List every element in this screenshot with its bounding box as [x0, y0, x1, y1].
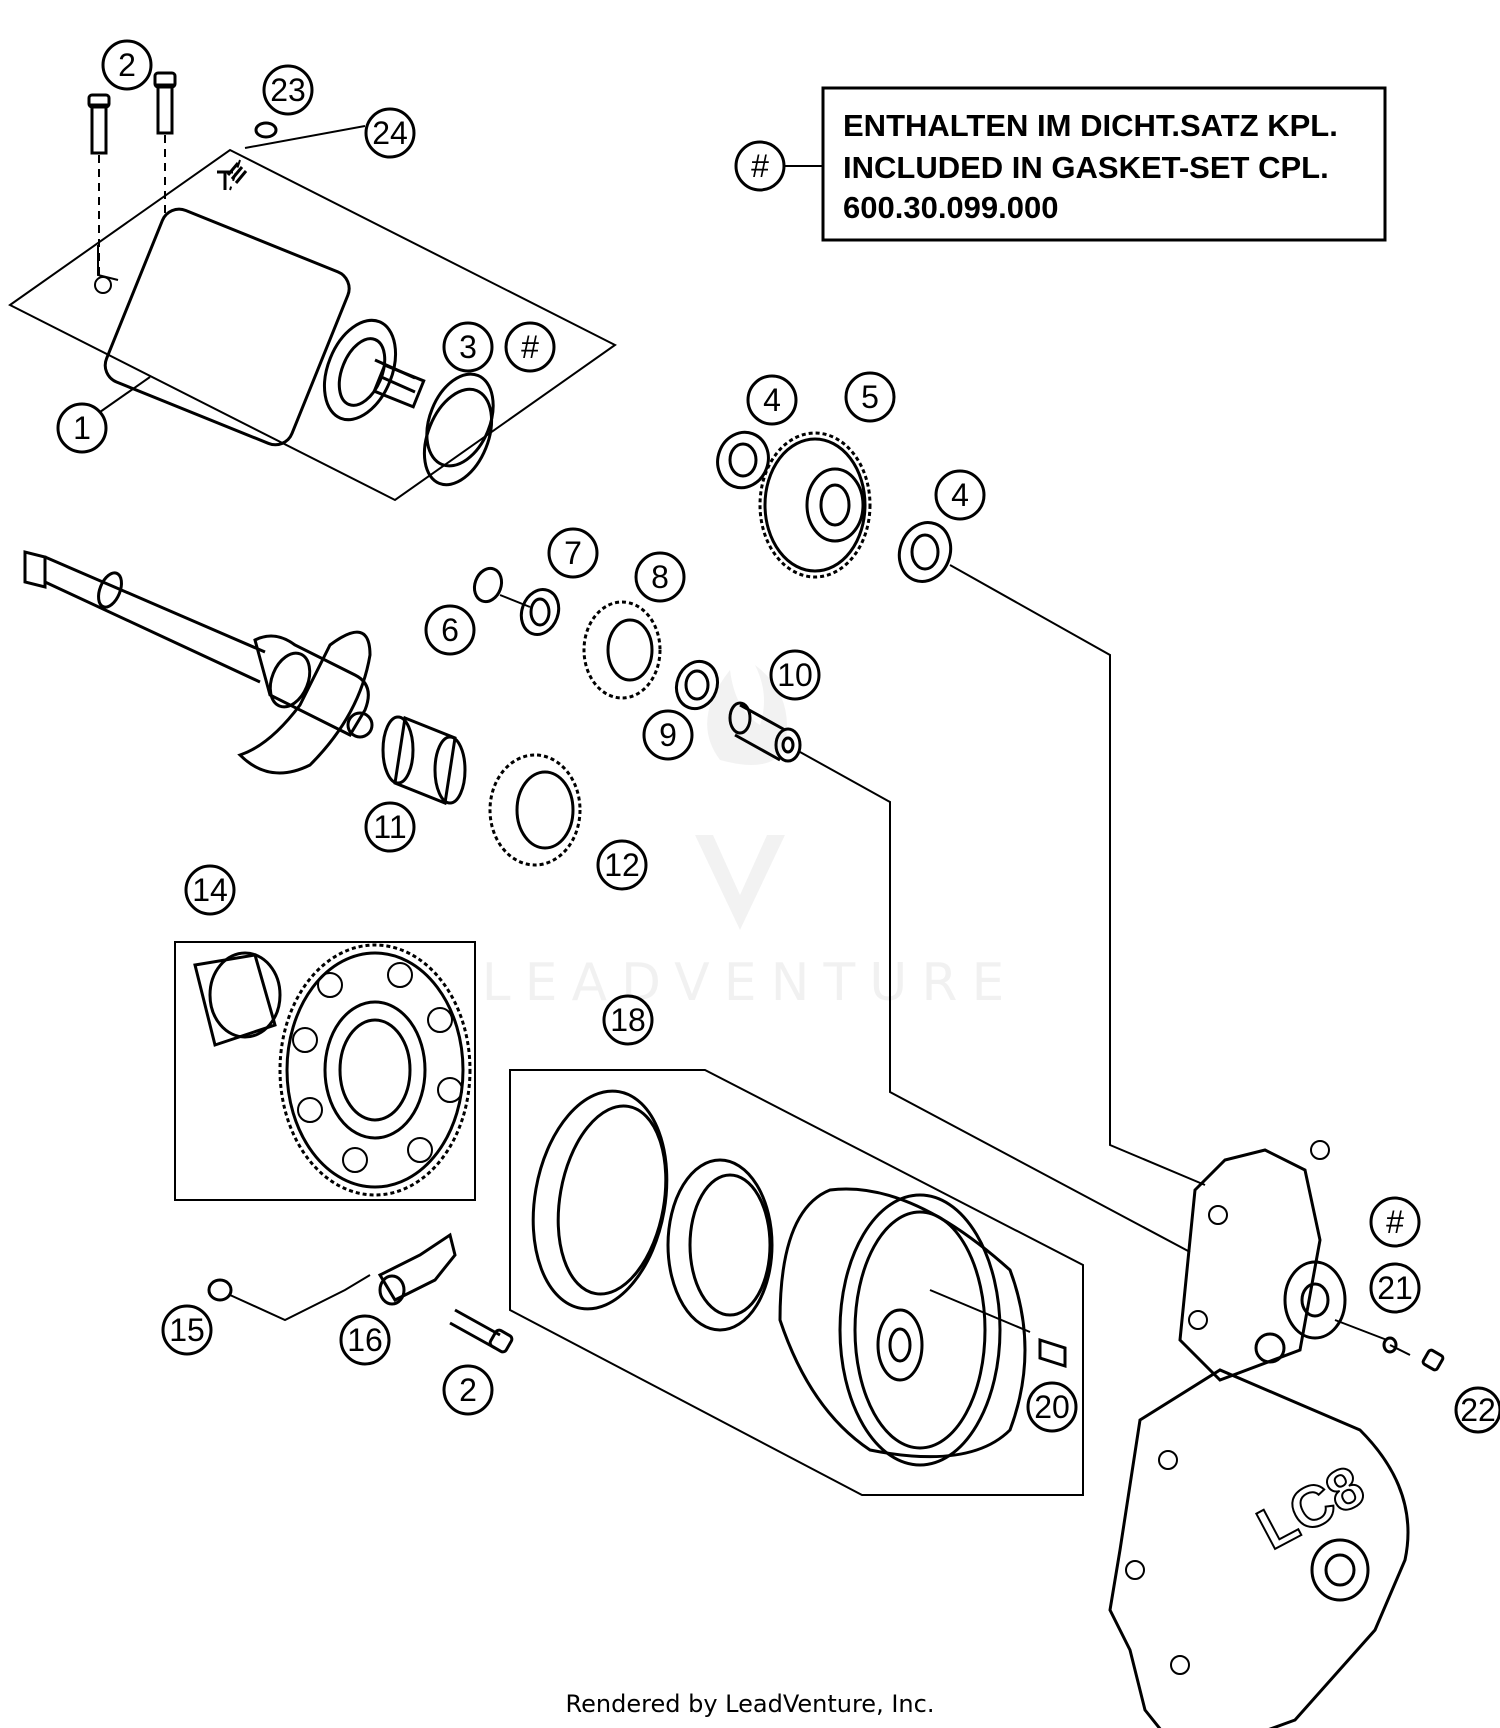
svg-text:18: 18 [610, 1002, 646, 1038]
callout-2-top[interactable]: 2 [101, 39, 153, 91]
svg-text:4: 4 [951, 477, 969, 513]
svg-text:21: 21 [1377, 1270, 1413, 1306]
callout-4-right[interactable]: 4 [934, 469, 986, 521]
callout-5[interactable]: 5 [844, 371, 896, 423]
bolt-parts-2 [87, 71, 177, 275]
callout-21[interactable]: 21 [1369, 1262, 1421, 1314]
svg-text:16: 16 [347, 1322, 383, 1358]
svg-text:5: 5 [861, 379, 879, 415]
svg-text:2: 2 [459, 1372, 477, 1408]
note-line-3: 600.30.099.000 [843, 190, 1059, 225]
svg-text:7: 7 [564, 535, 582, 571]
callout-10[interactable]: 10 [769, 649, 821, 701]
svg-text:24: 24 [372, 115, 408, 151]
callout-22[interactable]: 22 [1454, 1386, 1500, 1434]
callout-11[interactable]: 11 [364, 801, 416, 853]
o-ring-part-3 [422, 387, 494, 487]
callout-15[interactable]: 15 [161, 1304, 213, 1356]
callout-24[interactable]: 24 [364, 107, 416, 159]
idler-gear-assembly [716, 430, 1206, 1186]
note-line-2: INCLUDED IN GASKET-SET CPL. [843, 150, 1329, 185]
svg-text:1: 1 [73, 410, 91, 446]
leadventure-watermark: LEADVENTURE [482, 665, 1019, 1013]
watermark-text: LEADVENTURE [482, 953, 1019, 1013]
svg-text:#: # [521, 329, 539, 365]
svg-text:12: 12 [604, 847, 640, 883]
callout-7[interactable]: 7 [547, 527, 599, 579]
callout-18[interactable]: 18 [602, 994, 654, 1046]
svg-text:4: 4 [763, 382, 781, 418]
svg-text:3: 3 [459, 329, 477, 365]
gasket-set-note: ENTHALTEN IM DICHT.SATZ KPL. INCLUDED IN… [785, 86, 1387, 242]
svg-text:23: 23 [270, 72, 306, 108]
callout-9[interactable]: 9 [642, 709, 694, 761]
screw-and-spring-23-24 [226, 121, 366, 191]
svg-text:8: 8 [651, 559, 669, 595]
svg-text:10: 10 [777, 657, 813, 693]
svg-text:11: 11 [373, 809, 406, 845]
callout-6[interactable]: 6 [424, 604, 476, 656]
parts-11-12 [381, 715, 582, 867]
callout-16[interactable]: 16 [339, 1314, 391, 1366]
svg-text:6: 6 [441, 612, 459, 648]
shaft-assembly [23, 550, 374, 775]
footer-credit: Rendered by LeadVenture, Inc. [566, 1690, 935, 1718]
flywheel-box-18 [509, 1069, 1084, 1496]
small-parts-6-to-10 [472, 566, 1191, 1253]
svg-text:14: 14 [192, 872, 228, 908]
callout-23[interactable]: 23 [262, 64, 314, 116]
callout-21-hash[interactable]: # [1369, 1196, 1421, 1248]
callout-3[interactable]: 3 [442, 321, 494, 373]
svg-text:20: 20 [1034, 1389, 1070, 1425]
note-line-1: ENTHALTEN IM DICHT.SATZ KPL. [843, 108, 1338, 143]
callout-1[interactable]: 1 [56, 402, 108, 454]
svg-text:#: # [751, 148, 769, 184]
starter-gear-box-14 [174, 941, 476, 1201]
svg-text:9: 9 [659, 717, 677, 753]
lever-16-and-screws [207, 1232, 514, 1354]
callout-20[interactable]: 20 [1026, 1381, 1078, 1433]
callout-14[interactable]: 14 [184, 864, 236, 916]
callout-hash-note[interactable]: # [734, 140, 786, 192]
svg-text:22: 22 [1460, 1392, 1496, 1428]
callout-12[interactable]: 12 [596, 839, 648, 891]
leader-lines [99, 376, 151, 413]
callout-8[interactable]: 8 [634, 551, 686, 603]
callout-3-hash[interactable]: # [504, 321, 556, 373]
callout-2-bottom[interactable]: 2 [442, 1364, 494, 1416]
starter-motor-group [8, 148, 617, 502]
callout-4-left[interactable]: 4 [746, 374, 798, 426]
svg-text:#: # [1386, 1204, 1404, 1240]
svg-text:15: 15 [169, 1312, 205, 1348]
svg-text:2: 2 [118, 47, 136, 83]
